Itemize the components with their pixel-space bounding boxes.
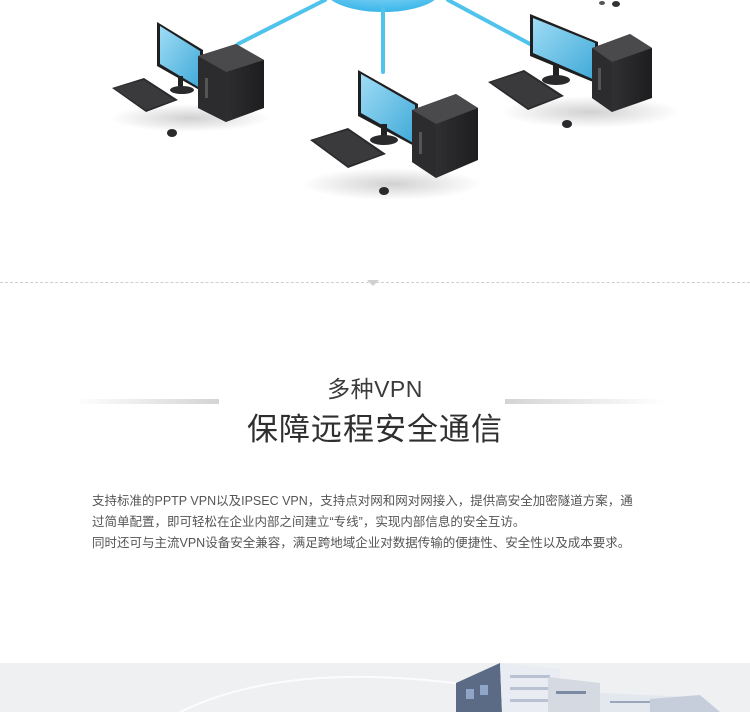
heading-rule-left [74,399,219,404]
divider-arrow-icon [367,280,379,286]
office-building-icon [179,663,720,712]
desktop-computer-icon [302,70,482,200]
description-line: 过简单配置，即可轻松在企业内部之间建立“专线”，实现内部信息的安全互访。 [92,515,526,529]
desktop-computer-icon [110,22,270,137]
bottom-banner [0,663,750,712]
description-line: 同时还可与主流VPN设备安全兼容，满足跨地域企业对数据传输的便捷性、安全性以及成… [92,536,631,550]
network-illustration [110,0,680,200]
section-subtitle: 多种VPN [327,376,423,402]
description-line: 支持标准的PPTP VPN以及IPSEC VPN，支持点对网和网对网接入，提供高… [92,494,633,508]
device-icon [599,1,620,7]
cloud-hub-icon [331,0,435,12]
heading-rule-right [505,399,665,404]
desktop-computer-icon [488,14,680,128]
connection-lines [236,0,532,74]
section-title: 保障远程安全通信 [247,412,503,447]
section-description: 支持标准的PPTP VPN以及IPSEC VPN，支持点对网和网对网接入，提供高… [92,491,658,554]
